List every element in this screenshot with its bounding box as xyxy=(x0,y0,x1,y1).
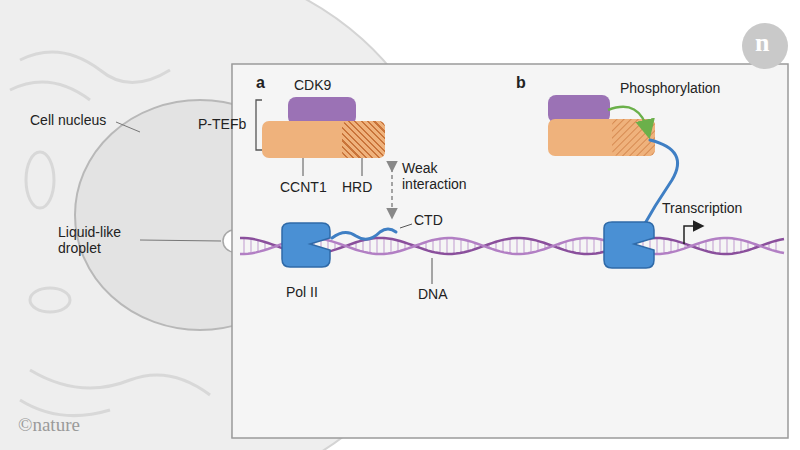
leader-line xyxy=(116,122,140,132)
shape-label: HRD xyxy=(342,179,372,195)
panel-letter: a xyxy=(256,74,265,92)
cdk9-shape xyxy=(548,95,610,123)
pol-ii-shape xyxy=(604,222,654,268)
structure-label: Cell nucleus xyxy=(30,112,106,128)
logo-letter: n xyxy=(755,28,769,58)
leader-line xyxy=(362,158,363,176)
weak-interaction-arrow xyxy=(391,168,393,215)
phosphorylation-arrow xyxy=(608,107,648,132)
shape-label: CCNT1 xyxy=(280,179,327,195)
pol-ii-shape: Pol II xyxy=(280,222,332,268)
part-label: DNA xyxy=(418,286,448,302)
ctd-tail xyxy=(332,229,396,239)
part-label: CTD xyxy=(414,212,443,228)
hrd-shape xyxy=(612,119,655,156)
hrd-region: HRD xyxy=(342,121,385,158)
leader-line xyxy=(400,224,412,228)
ctd-tail xyxy=(640,140,678,232)
watermark: ©nature xyxy=(18,414,80,436)
process-label: Phosphorylation xyxy=(620,80,720,96)
leader-line xyxy=(303,158,304,176)
shape-label: Pol II xyxy=(286,284,318,300)
transcription-arrow xyxy=(684,226,700,244)
process-label: Transcription xyxy=(662,200,742,216)
complex-label: P-TEFb xyxy=(198,116,246,132)
ccnt1-shape xyxy=(548,119,655,156)
zoom-panel xyxy=(232,64,788,438)
shape-label: CDK9 xyxy=(294,77,331,93)
leader-line xyxy=(432,258,433,284)
logo-circle xyxy=(742,23,788,69)
structure-label: Liquid-like droplet xyxy=(58,224,138,256)
panel-letter: b xyxy=(516,74,526,92)
interaction-label: Weak interaction xyxy=(402,160,482,192)
ccnt1-shape: CCNT1HRD xyxy=(262,121,385,158)
leader-line xyxy=(140,240,221,241)
